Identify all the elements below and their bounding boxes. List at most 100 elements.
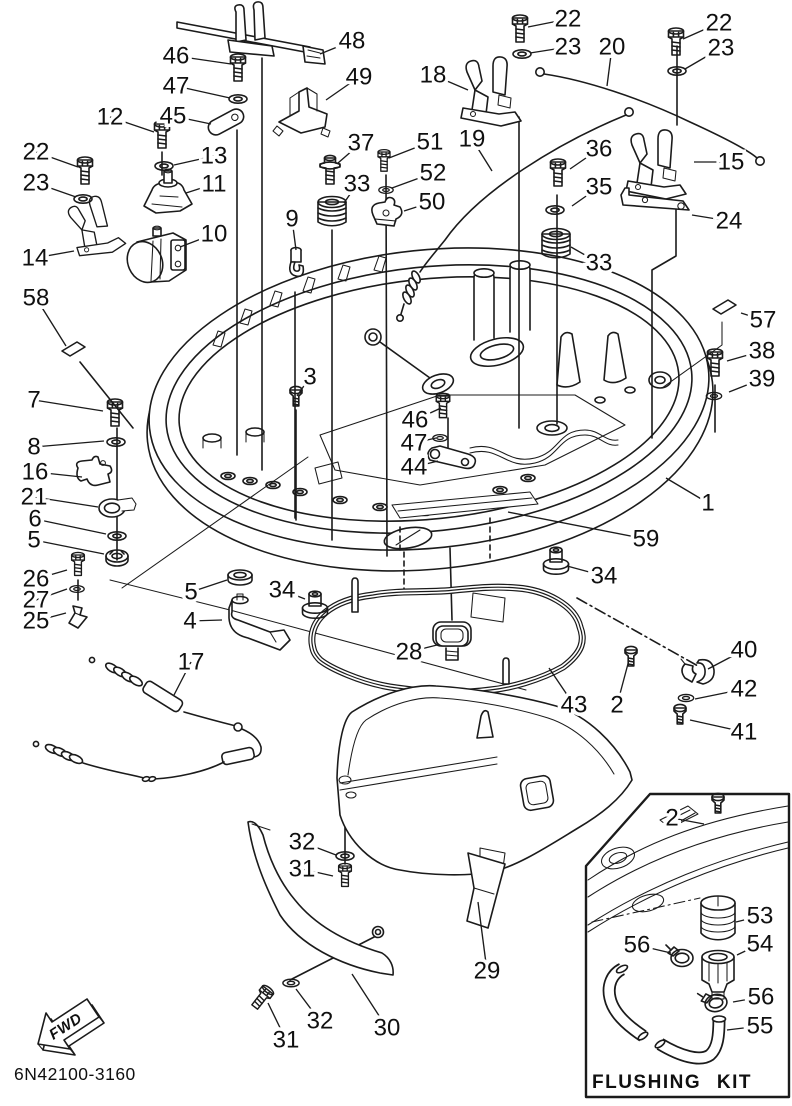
callout-leader-32 <box>295 988 321 1022</box>
callout-label-47: 47 <box>401 430 428 457</box>
callout-label-16: 16 <box>22 459 49 486</box>
cable-adjuster-drawing <box>395 270 421 322</box>
callout-leader-28 <box>408 644 438 653</box>
callout-leader-25 <box>35 612 67 622</box>
choke-link-rod-48-drawing <box>176 1 326 65</box>
callout-leader-3 <box>296 376 311 397</box>
callout-leader-18 <box>432 74 469 91</box>
callout-label-43: 43 <box>561 692 588 719</box>
callout-leader-20 <box>606 46 613 87</box>
callout-leader-19 <box>471 138 493 172</box>
callout-label-32: 32 <box>289 829 316 856</box>
callout-label-27: 27 <box>23 587 50 614</box>
bracket-24-drawing <box>620 187 690 211</box>
callout-label-55: 55 <box>747 1013 774 1040</box>
callout-label-28: 28 <box>396 639 423 666</box>
callout-leader-57 <box>740 312 764 321</box>
callout-leader-6 <box>34 518 107 535</box>
callout-leader-2 <box>671 817 705 825</box>
callout-leader-59 <box>507 511 647 540</box>
sheet-part-number: 6N42100-3160 <box>14 1064 136 1084</box>
callout-label-48: 48 <box>339 28 366 55</box>
cable-20-drawing <box>534 67 765 167</box>
callout-leader-56 <box>732 996 762 1003</box>
text-layer: FWD 6N42100-3160 FLUSHING KIT <box>14 1010 752 1093</box>
callout-label-5: 5 <box>184 579 197 606</box>
callout-label-15: 15 <box>718 149 745 176</box>
callout-label-12: 12 <box>97 104 124 131</box>
flushing-kit-title: FLUSHING KIT <box>592 1072 752 1093</box>
callout-label-59: 59 <box>633 526 660 553</box>
flush-hose-55-drawing <box>602 963 727 1065</box>
callout-leader-49 <box>325 76 360 101</box>
callout-label-34: 34 <box>591 563 618 590</box>
callout-leader-21 <box>33 496 99 508</box>
callout-label-46: 46 <box>402 407 429 434</box>
callout-leader-22 <box>682 22 720 40</box>
callout-label-50: 50 <box>419 189 446 216</box>
callout-leader-5 <box>190 579 228 593</box>
callout-label-31: 31 <box>273 1027 300 1054</box>
latch-bracket-14-drawing <box>67 195 127 257</box>
callout-label-4: 4 <box>183 608 196 635</box>
callout-leader-33 <box>343 183 358 204</box>
callout-label-56: 56 <box>748 984 775 1011</box>
callout-label-3: 3 <box>303 364 316 391</box>
callout-leader-56 <box>636 944 672 954</box>
callout-leader-34 <box>281 589 306 600</box>
callout-leader-47 <box>175 85 231 99</box>
callout-leader-27 <box>35 588 68 601</box>
callout-label-33: 33 <box>344 171 371 198</box>
link-arm-44-drawing <box>427 445 477 470</box>
starter-relay-10-drawing <box>126 225 187 284</box>
latch-bracket-18-drawing <box>460 56 522 127</box>
callout-label-56: 56 <box>624 932 651 959</box>
callout-label-1: 1 <box>701 490 714 517</box>
spring-ring-21-drawing <box>98 497 137 518</box>
callout-leader-32 <box>301 841 337 856</box>
callout-leader-36 <box>569 148 600 170</box>
callout-leader-11 <box>185 183 215 194</box>
callout-leader-17 <box>173 661 192 696</box>
callout-label-8: 8 <box>27 434 40 461</box>
callout-label-2: 2 <box>665 805 678 832</box>
callout-label-24: 24 <box>716 208 743 235</box>
callout-label-51: 51 <box>417 129 444 156</box>
callout-label-5: 5 <box>27 527 40 554</box>
callout-leader-33 <box>570 246 600 264</box>
callout-leader-45 <box>172 115 212 125</box>
callout-leader-46 <box>414 407 442 421</box>
side-cover-right-29-drawing <box>466 852 506 929</box>
callout-leader-13 <box>173 155 215 166</box>
callout-label-2: 2 <box>610 692 623 719</box>
callout-label-45: 45 <box>160 103 187 130</box>
callout-leader-44 <box>413 460 439 468</box>
cable-19-drawing <box>395 107 634 322</box>
plate-45-drawing <box>207 108 245 136</box>
callout-leader-8 <box>33 440 105 448</box>
callout-label-54: 54 <box>747 931 774 958</box>
callout-label-49: 49 <box>346 64 373 91</box>
hose-connector-54-drawing <box>701 949 735 1000</box>
callout-label-46: 46 <box>163 43 190 70</box>
callout-leader-22 <box>35 151 79 168</box>
fwd-arrow <box>37 998 105 1056</box>
callout-label-13: 13 <box>201 143 228 170</box>
callout-label-23: 23 <box>555 34 582 61</box>
callout-leader-58 <box>35 297 67 347</box>
callout-leader-2 <box>616 659 630 706</box>
callout-label-14: 14 <box>22 245 49 272</box>
callout-leader-23 <box>684 47 722 70</box>
callout-leader-52 <box>391 172 434 189</box>
callout-leader-30 <box>351 973 388 1029</box>
callout-leader-31 <box>267 1002 287 1041</box>
callout-label-23: 23 <box>708 35 735 62</box>
callout-leader-34 <box>566 565 605 577</box>
callout-leader-16 <box>34 471 83 478</box>
callout-label-31: 31 <box>289 856 316 883</box>
callout-label-21: 21 <box>21 484 48 511</box>
throttle-cables-drawing <box>32 656 262 783</box>
callout-leader-31 <box>301 868 334 877</box>
